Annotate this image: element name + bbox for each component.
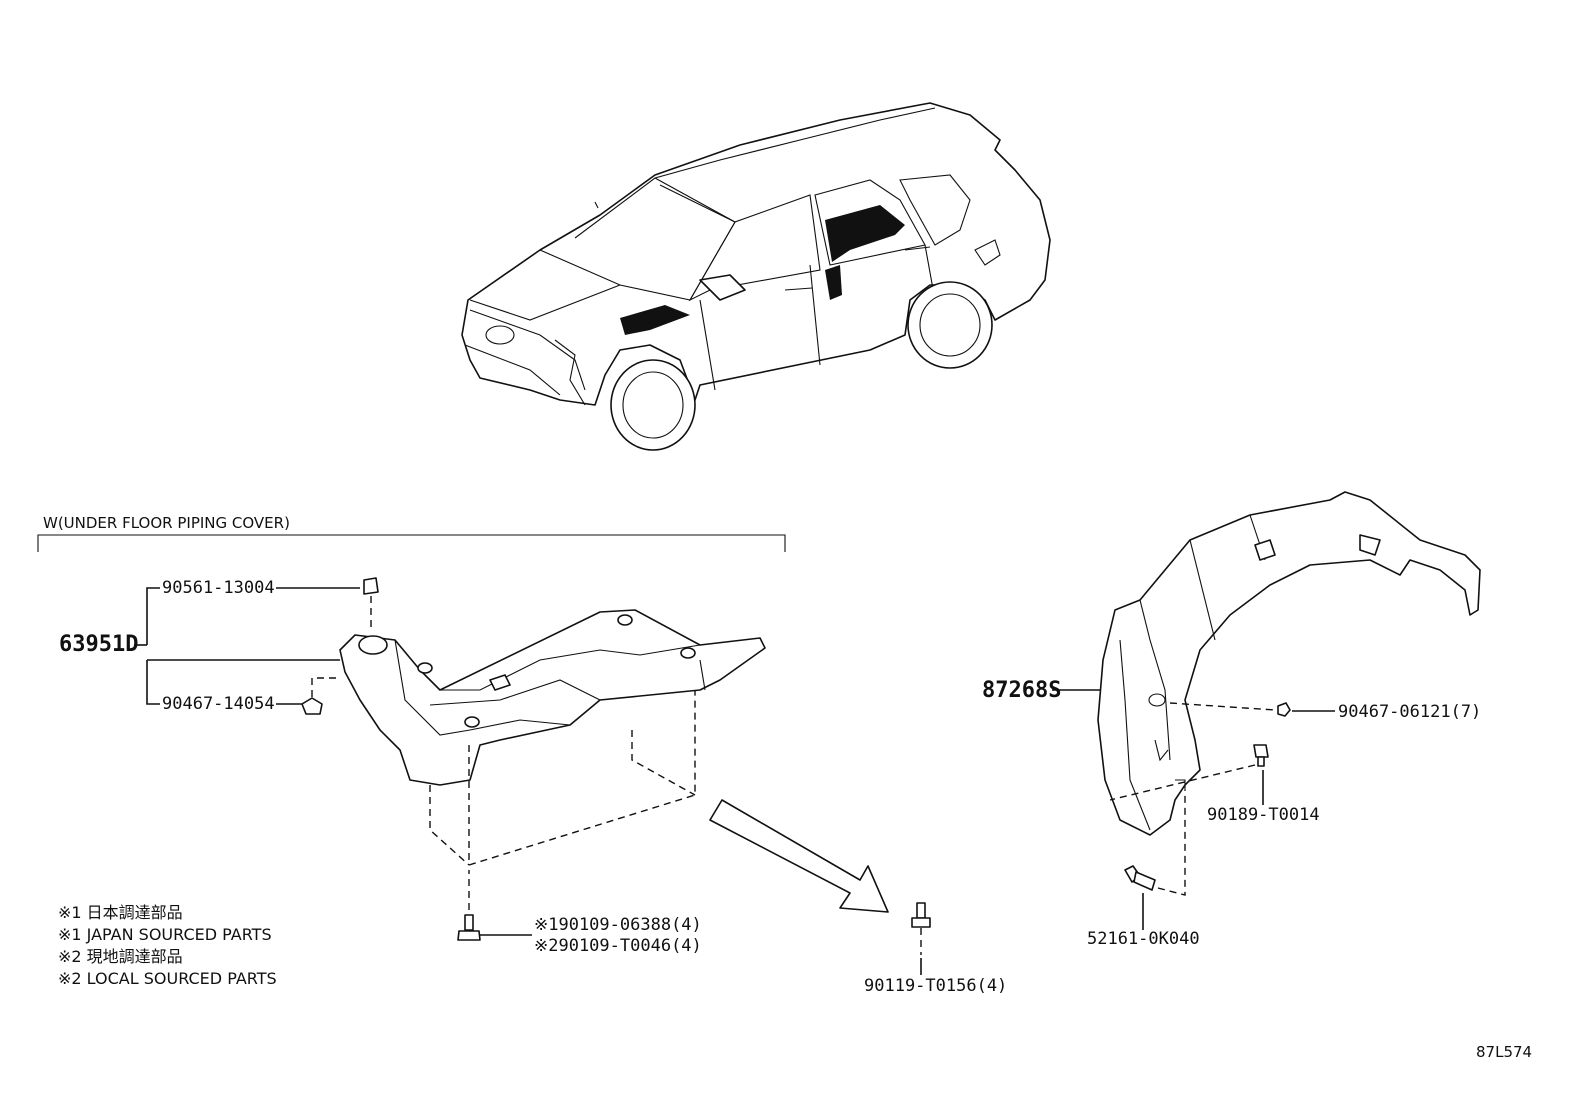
clip-90467-14054 <box>301 677 340 715</box>
leader-lines <box>134 587 1335 975</box>
label-90561-13004: 90561-13004 <box>162 578 275 598</box>
label-90119-T0156: 90119-T0156(4) <box>864 976 1007 996</box>
bolt-90119-T0156 <box>911 902 931 955</box>
part-labels: 63951D 90561-13004 90467-14054 87268S 90… <box>59 578 1481 996</box>
note-local-en: ※2 LOCAL SOURCED PARTS <box>58 969 277 988</box>
label-90467-14054: 90467-14054 <box>162 694 275 714</box>
vehicle-illustration <box>461 102 1051 451</box>
under-floor-piping-cover-part <box>339 609 766 786</box>
label-52161-0K040: 52161-0K040 <box>1087 929 1200 949</box>
projection-lines <box>429 690 696 866</box>
fastener-52161-0K040 <box>1124 790 1186 896</box>
label-63951D: 63951D <box>59 632 138 657</box>
label-90109-T0046: ※290109-T0046(4) <box>534 936 702 956</box>
label-87268S: 87268S <box>982 678 1061 703</box>
label-90109-06388: ※190109-06388(4) <box>534 915 702 935</box>
direction-arrow <box>709 799 889 913</box>
group-caption: W(UNDER FLOOR PIPING COVER) <box>43 514 290 532</box>
fender-liner-part <box>1097 491 1481 836</box>
label-90189-T0014: 90189-T0014 <box>1207 805 1320 825</box>
diagram-code: 87L574 <box>1476 1043 1532 1061</box>
sourcing-notes: ※1 日本調達部品 ※1 JAPAN SOURCED PARTS ※2 現地調達… <box>58 903 277 988</box>
note-local-jp: ※2 現地調達部品 <box>58 947 183 966</box>
clip-90467-06121 <box>1169 702 1291 717</box>
note-japan-en: ※1 JAPAN SOURCED PARTS <box>58 925 272 944</box>
label-90467-06121: 90467-06121(7) <box>1338 702 1481 722</box>
screw-90189-T0014 <box>1109 744 1269 801</box>
bolt-90109 <box>457 870 481 941</box>
group-bracket: W(UNDER FLOOR PIPING COVER) <box>37 514 786 552</box>
nut-90561-13004 <box>363 577 379 632</box>
note-japan-jp: ※1 日本調達部品 <box>58 903 183 922</box>
